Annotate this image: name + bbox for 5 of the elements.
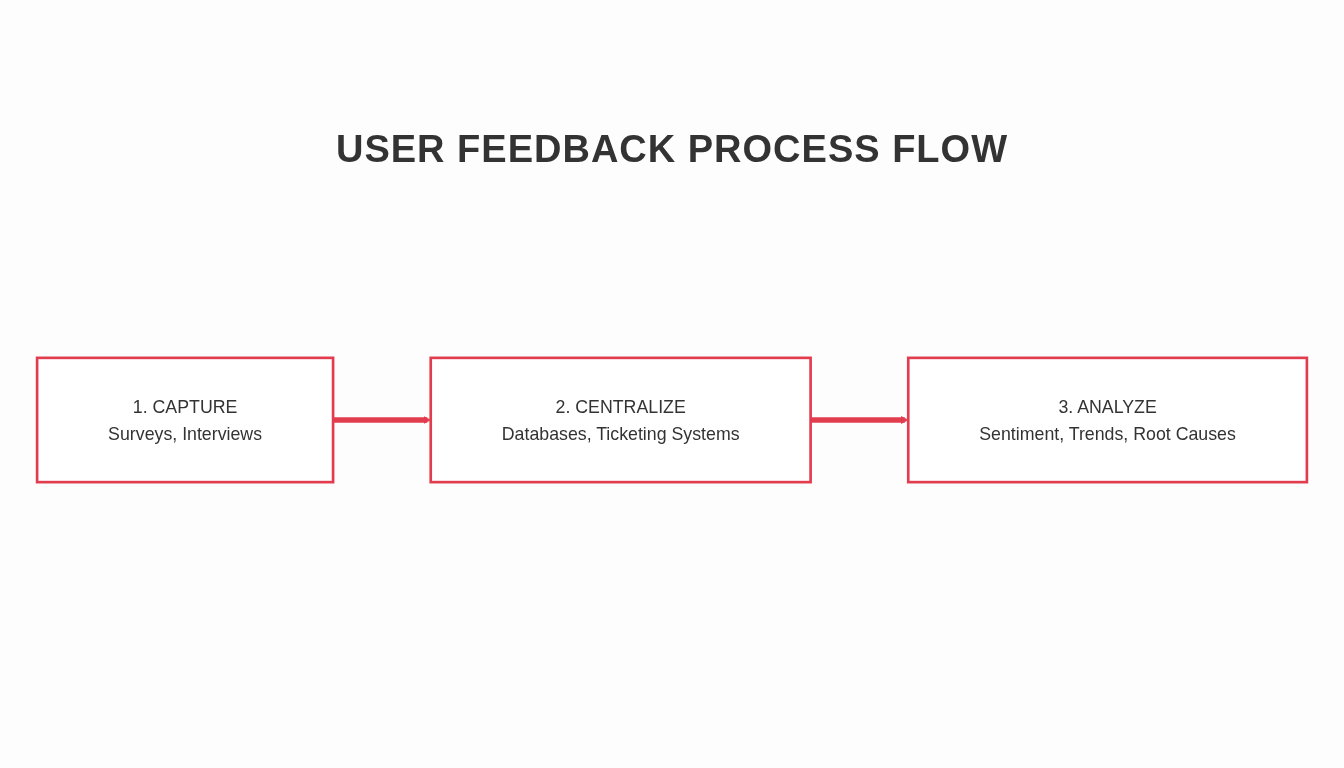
diagram-title: USER FEEDBACK PROCESS FLOW: [334, 128, 1009, 171]
node-box: 3. ANALYZE Sentiment, Trends, Root Causes: [906, 356, 1309, 484]
node-box: 2. CENTRALIZE Databases, Ticketing Systems: [429, 356, 812, 484]
arrow: [810, 416, 909, 424]
node-box: 1. CAPTURE Surveys, Interviews: [35, 356, 335, 484]
